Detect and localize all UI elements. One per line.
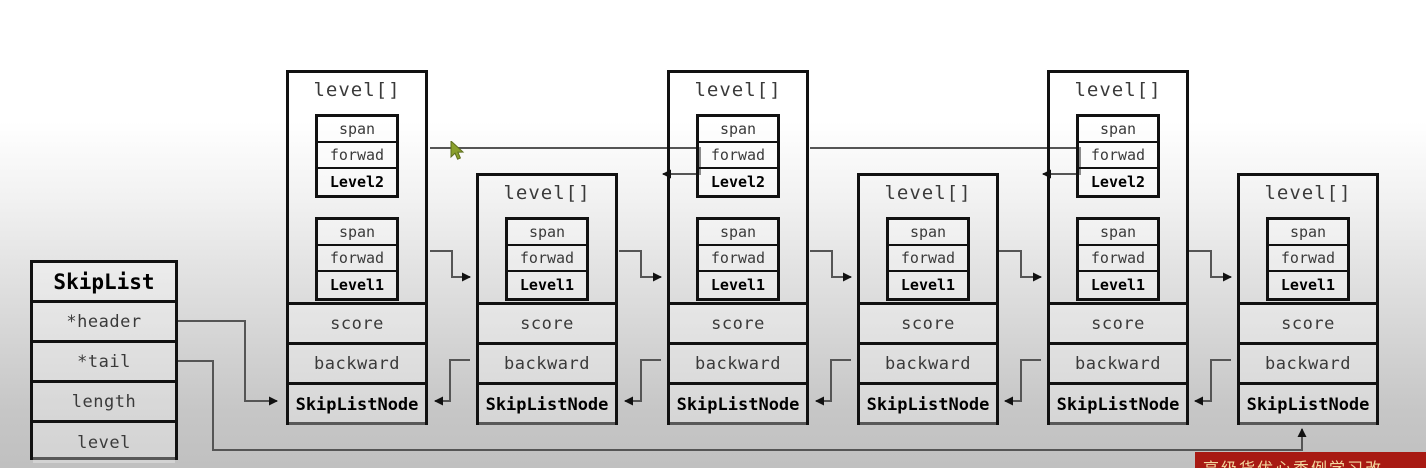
node-5-name: SkipListNode bbox=[1050, 385, 1186, 425]
node-6-name: SkipListNode bbox=[1240, 385, 1376, 425]
skiplistnode-1: level[] span forwad Level2 span forwad L… bbox=[286, 70, 428, 425]
node-3-score: score bbox=[670, 305, 806, 345]
node-2-level1-forward: forwad bbox=[508, 246, 586, 272]
node-2-name: SkipListNode bbox=[479, 385, 615, 425]
node-6-level1-block: span forwad Level1 bbox=[1266, 217, 1350, 301]
node-2-level-array-label: level[] bbox=[503, 182, 591, 204]
node-1-level1-name: Level1 bbox=[318, 272, 396, 298]
bottom-red-banner: 高级货优心秀例学习改 bbox=[1195, 452, 1426, 468]
node-4-level1-span: span bbox=[889, 220, 967, 246]
skiplist-struct: SkipList *header *tail length level bbox=[30, 260, 178, 463]
node-5-level2-forward: forwad bbox=[1079, 143, 1157, 169]
node-2-level1-name: Level1 bbox=[508, 272, 586, 298]
node-4-level-array-label: level[] bbox=[884, 182, 972, 204]
node-3-backward: backward bbox=[670, 345, 806, 385]
node-5-level2-name: Level2 bbox=[1079, 169, 1157, 195]
node-4-name: SkipListNode bbox=[860, 385, 996, 425]
node-3-level1-forward: forwad bbox=[699, 246, 777, 272]
node-5-level1-span: span bbox=[1079, 220, 1157, 246]
node-3-level1-name: Level1 bbox=[699, 272, 777, 298]
node-3-name: SkipListNode bbox=[670, 385, 806, 425]
node-6-score: score bbox=[1240, 305, 1376, 345]
skiplistnode-6: level[] span forwad Level1 score backwar… bbox=[1237, 173, 1379, 425]
node-1-level2-name: Level2 bbox=[318, 169, 396, 195]
skiplistnode-5: level[] span forwad Level2 span forwad L… bbox=[1047, 70, 1189, 425]
node-3-level2-block: span forwad Level2 bbox=[696, 114, 780, 198]
node-5-backward: backward bbox=[1050, 345, 1186, 385]
banner-text: 高级货优心秀例学习改 bbox=[1203, 455, 1383, 468]
node-1-level2-span: span bbox=[318, 117, 396, 143]
node-1-level1-forward: forwad bbox=[318, 246, 396, 272]
skiplistnode-2: level[] span forwad Level1 score backwar… bbox=[476, 173, 618, 425]
mouse-pointer-icon bbox=[450, 141, 465, 160]
node-3-level-array-label: level[] bbox=[694, 79, 782, 101]
node-1-name: SkipListNode bbox=[289, 385, 425, 425]
skiplist-field-length: length bbox=[33, 383, 175, 423]
skiplistnode-3: level[] span forwad Level2 span forwad L… bbox=[667, 70, 809, 425]
node-5-level2-span: span bbox=[1079, 117, 1157, 143]
node-1-level-array-label: level[] bbox=[313, 79, 401, 101]
node-5-level1-name: Level1 bbox=[1079, 272, 1157, 298]
node-4-level1-forward: forwad bbox=[889, 246, 967, 272]
node-6-level1-span: span bbox=[1269, 220, 1347, 246]
skiplistnode-4: level[] span forwad Level1 score backwar… bbox=[857, 173, 999, 425]
node-6-level1-name: Level1 bbox=[1269, 272, 1347, 298]
node-4-backward: backward bbox=[860, 345, 996, 385]
node-3-level1-block: span forwad Level1 bbox=[696, 217, 780, 301]
node-6-level-array-label: level[] bbox=[1264, 182, 1352, 204]
node-1-backward: backward bbox=[289, 345, 425, 385]
node-5-level1-forward: forwad bbox=[1079, 246, 1157, 272]
node-1-level1-span: span bbox=[318, 220, 396, 246]
skiplist-field-tail: *tail bbox=[33, 343, 175, 383]
node-3-level2-name: Level2 bbox=[699, 169, 777, 195]
node-2-backward: backward bbox=[479, 345, 615, 385]
node-3-level1-span: span bbox=[699, 220, 777, 246]
node-2-level1-span: span bbox=[508, 220, 586, 246]
node-1-level2-block: span forwad Level2 bbox=[315, 114, 399, 198]
node-5-level-array-label: level[] bbox=[1074, 79, 1162, 101]
node-4-level1-name: Level1 bbox=[889, 272, 967, 298]
skiplist-title: SkipList bbox=[33, 263, 175, 303]
node-2-score: score bbox=[479, 305, 615, 345]
node-1-level2-forward: forwad bbox=[318, 143, 396, 169]
skiplist-field-level: level bbox=[33, 423, 175, 463]
node-5-level2-block: span forwad Level2 bbox=[1076, 114, 1160, 198]
node-6-level1-forward: forwad bbox=[1269, 246, 1347, 272]
node-3-level2-span: span bbox=[699, 117, 777, 143]
node-5-level1-block: span forwad Level1 bbox=[1076, 217, 1160, 301]
skiplist-field-header: *header bbox=[33, 303, 175, 343]
node-2-level1-block: span forwad Level1 bbox=[505, 217, 589, 301]
node-1-level1-block: span forwad Level1 bbox=[315, 217, 399, 301]
node-4-level1-block: span forwad Level1 bbox=[886, 217, 970, 301]
node-5-score: score bbox=[1050, 305, 1186, 345]
node-3-level2-forward: forwad bbox=[699, 143, 777, 169]
node-1-score: score bbox=[289, 305, 425, 345]
node-6-backward: backward bbox=[1240, 345, 1376, 385]
node-4-score: score bbox=[860, 305, 996, 345]
